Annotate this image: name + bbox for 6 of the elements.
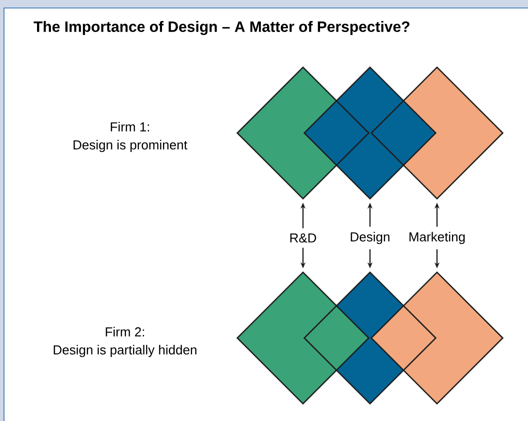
function-label: Design <box>350 232 390 244</box>
firm-label: Firm 1: Design is prominent <box>74 122 188 152</box>
function-label: R&D <box>290 233 316 243</box>
function-label: Marketing <box>410 232 465 244</box>
title: The Importance of Design – A Matter of Perspective? <box>34 20 410 36</box>
firm-label: Firm 2: Design is partially hidden <box>54 326 196 358</box>
